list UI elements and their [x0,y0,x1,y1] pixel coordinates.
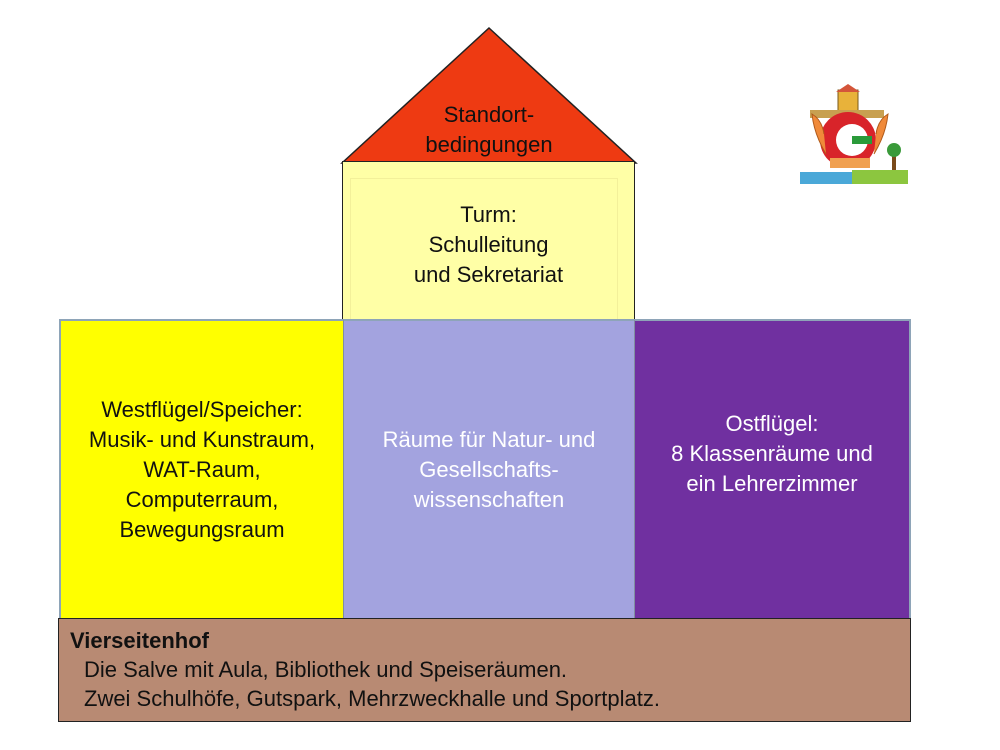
west-line-2: Musik- und Kunstraum, [88,427,316,452]
middle-line-2: Gesellschafts- [419,457,559,482]
tower-line-3: und Sekretariat [413,262,564,287]
roof-label: Standort- bedingungen [340,98,638,162]
west-line-1: Westflügel/Speicher: [101,397,303,422]
tower-block: Turm: Schulleitung und Sekretariat [342,161,635,321]
west-wing-label: Westflügel/Speicher: Musik- und Kunstrau… [61,395,343,545]
courtyard-line-2: Zwei Schulhöfe, Gutspark, Mehrzweckhalle… [84,686,660,711]
east-line-2: 8 Klassenräume und [671,441,873,466]
middle-wing-block: Räume für Natur- und Gesellschafts- wiss… [343,319,635,620]
east-wing-block: Ostflügel: 8 Klassenräume und ein Lehrer… [635,319,911,620]
school-logo-icon [800,84,908,184]
west-wing-block: Westflügel/Speicher: Musik- und Kunstrau… [59,319,343,620]
tower-line-1: Turm: [460,202,517,227]
west-line-5: Bewegungsraum [119,517,285,542]
tower-label: Turm: Schulleitung und Sekretariat [343,200,634,290]
middle-line-3: wissenschaften [413,487,565,512]
east-line-1: Ostflügel: [725,411,819,436]
west-line-4: Computerraum, [125,487,279,512]
tower-inner-frame [350,178,618,320]
roof-line-1: Standort- [443,102,535,127]
east-wing-label: Ostflügel: 8 Klassenräume und ein Lehrer… [635,409,909,499]
middle-wing-label: Räume für Natur- und Gesellschafts- wiss… [344,425,634,515]
courtyard-block: Vierseitenhof Die Salve mit Aula, Biblio… [58,618,911,722]
tower-line-2: Schulleitung [428,232,549,257]
roof-line-2: bedingungen [425,132,553,157]
courtyard-line-1: Die Salve mit Aula, Bibliothek und Speis… [84,657,568,682]
courtyard-title: Vierseitenhof [70,628,209,653]
middle-line-1: Räume für Natur- und [382,427,596,452]
east-line-3: ein Lehrerzimmer [686,471,858,496]
west-line-3: WAT-Raum, [143,457,261,482]
